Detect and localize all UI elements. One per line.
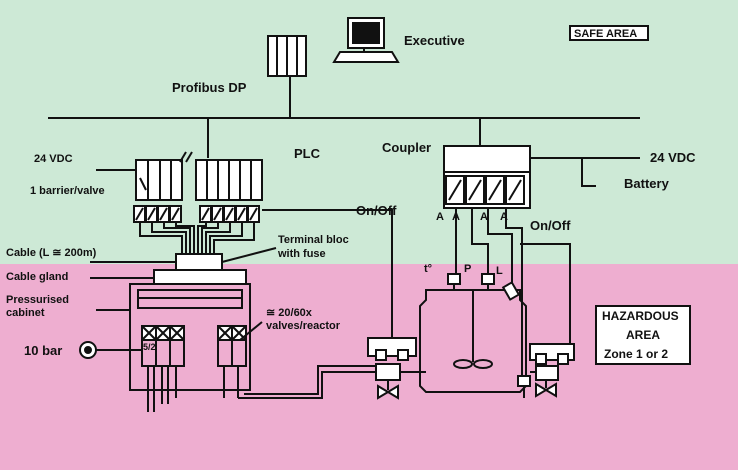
onoff-label-1: On/Off [356,203,397,218]
reactor-vessel [419,289,527,393]
vdc-left-label: 24 VDC [34,153,73,165]
a-label-4: A [500,211,508,223]
hazard-label-3: Zone 1 or 2 [604,347,668,361]
cable-gland [153,269,247,285]
coupler-channel-diagonal [488,179,502,201]
barrier-diagonal [225,207,234,221]
plc-label: PLC [294,146,321,161]
ten-bar-label: 10 bar [24,343,62,358]
safe-area-box [569,25,649,41]
pressurised-label-1: Pressurised [6,294,69,306]
vdc-right-label: 24 VDC [650,150,696,165]
hazard-label-2: AREA [626,328,660,342]
barrier-diagonal [159,207,168,221]
coupler-cells [445,175,525,205]
valves-label-2: valves/reactor [266,320,341,332]
sensor-l-label: L [496,265,503,277]
coupler-channel-diagonal [508,179,522,201]
five-two-label: 5/2 [143,342,156,352]
coupler-channel-diagonal [448,179,462,201]
valve-2-icon [535,382,557,398]
terminal-block [175,253,223,271]
sensor-t-label: t° [424,263,432,275]
hazardous-area-box [595,305,691,365]
pressurised-cabinet [129,283,251,391]
a-label-1: A [436,211,444,223]
terminal-label-2: with fuse [277,248,326,260]
a-label-3: A [480,211,488,223]
valves-label-1: ≅ 20/60x [266,307,313,319]
profibus-label: Profibus DP [172,80,247,95]
barrier-diagonal [171,207,180,221]
battery-label: Battery [624,176,670,191]
barrier-diagonal [249,207,258,221]
coupler-channel-diagonal [468,179,482,201]
sensor-p-label: P [464,263,471,275]
valve-1-icon [377,384,399,400]
hazard-label-1: HAZARDOUS [602,309,679,323]
barrier-diagonal [201,207,210,221]
barrier-diagonal [213,207,222,221]
safe-area-label: SAFE AREA [574,28,637,40]
executive-label: Executive [404,33,465,48]
cable-gland-label: Cable gland [6,271,68,283]
coupler-label: Coupler [382,140,431,155]
barrier-diagonal [237,207,246,221]
onoff-label-2: On/Off [530,218,571,233]
pressurised-label-2: cabinet [6,307,45,319]
barrier-diagonal [147,207,156,221]
terminal-label-1: Terminal bloc [278,234,349,246]
barrier-diagonal [135,207,144,221]
cable-label: Cable (L ≅ 200m) [6,247,97,259]
diagram-lines [48,17,691,412]
keyboard-icon [332,51,400,63]
a-label-2: A [452,211,460,223]
barrier-label: 1 barrier/valve [30,185,105,197]
monitor-screen [352,22,380,44]
